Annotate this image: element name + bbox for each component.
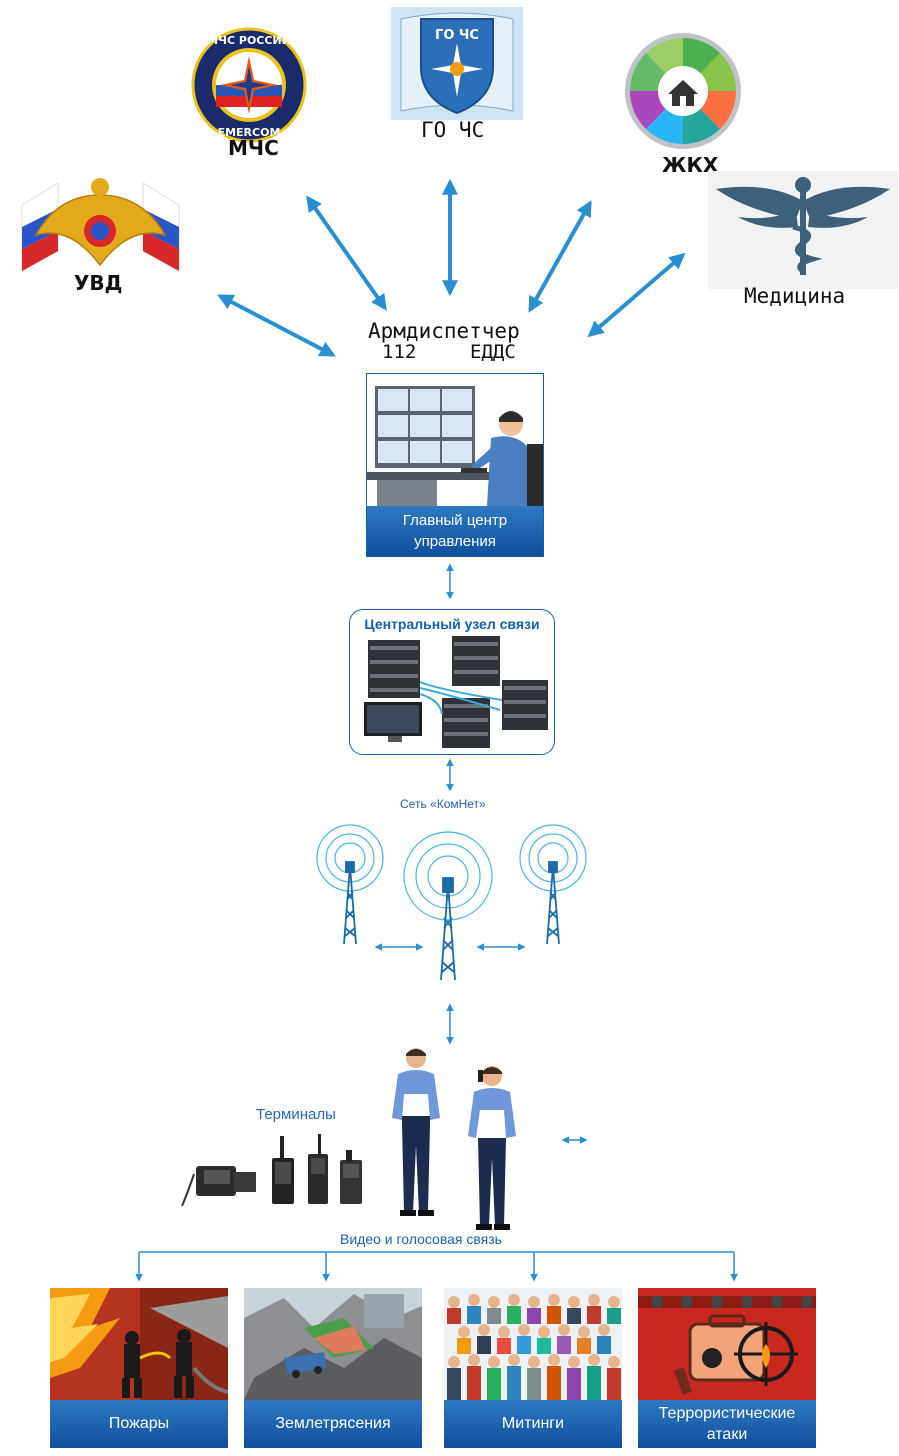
- servers-illustration: [364, 636, 548, 748]
- incident-terror-caption: Террористические атаки: [638, 1400, 816, 1448]
- network-label: Сеть «КомНет»: [400, 797, 486, 811]
- zhkh-logo: [598, 30, 768, 152]
- svg-text:EMERCOM: EMERCOM: [218, 126, 281, 139]
- mchs-logo: МЧС РОССИИ EMERCOM: [190, 26, 308, 144]
- incident-fires: Пожары: [50, 1288, 228, 1448]
- uvd-logo: [18, 175, 183, 275]
- medicine-label: Медицина: [744, 284, 846, 308]
- mchs-label: МЧС: [228, 136, 279, 160]
- svg-text:ГО ЧС: ГО ЧС: [435, 28, 479, 43]
- dispatcher-edds: ЕДДС: [470, 341, 516, 363]
- medicine-logo: [708, 171, 898, 289]
- terminals-label: Терминалы: [256, 1106, 336, 1123]
- incident-terror: Террористические атаки: [638, 1288, 816, 1448]
- incident-earthquakes-caption: Землетрясения: [244, 1400, 422, 1448]
- uvd-label: УВД: [74, 271, 123, 295]
- incident-rallies: Митинги: [444, 1288, 622, 1448]
- incident-earthquakes: Землетрясения: [244, 1288, 422, 1448]
- gochs-label: ГО ЧС: [421, 118, 485, 142]
- control-center-box: Главный центр управления: [366, 373, 544, 557]
- incident-fires-caption: Пожары: [50, 1400, 228, 1448]
- arrow-medicine: [587, 252, 686, 338]
- terminals-devices: [181, 1134, 362, 1207]
- comm-node-box: Центральный узел связи: [349, 609, 555, 755]
- towers: [316, 824, 587, 981]
- incident-rallies-caption: Митинги: [444, 1400, 622, 1448]
- arrow-zhkh: [528, 200, 592, 313]
- video-voice-label: Видео и голосовая связь: [340, 1231, 502, 1247]
- staff-illustration: [392, 1048, 516, 1230]
- arrow-mchs: [306, 195, 387, 311]
- comm-node-title: Центральный узел связи: [364, 616, 540, 632]
- dispatcher-112: 112: [382, 341, 417, 363]
- gochs-logo: ГО ЧС: [391, 7, 523, 120]
- operator-illustration: [367, 386, 543, 506]
- svg-text:МЧС РОССИИ: МЧС РОССИИ: [207, 34, 291, 47]
- control-center-caption: Главный центр управления: [367, 506, 543, 556]
- dispatcher-label: Армдиспетчер: [368, 319, 520, 343]
- arrow-uvd: [217, 294, 336, 357]
